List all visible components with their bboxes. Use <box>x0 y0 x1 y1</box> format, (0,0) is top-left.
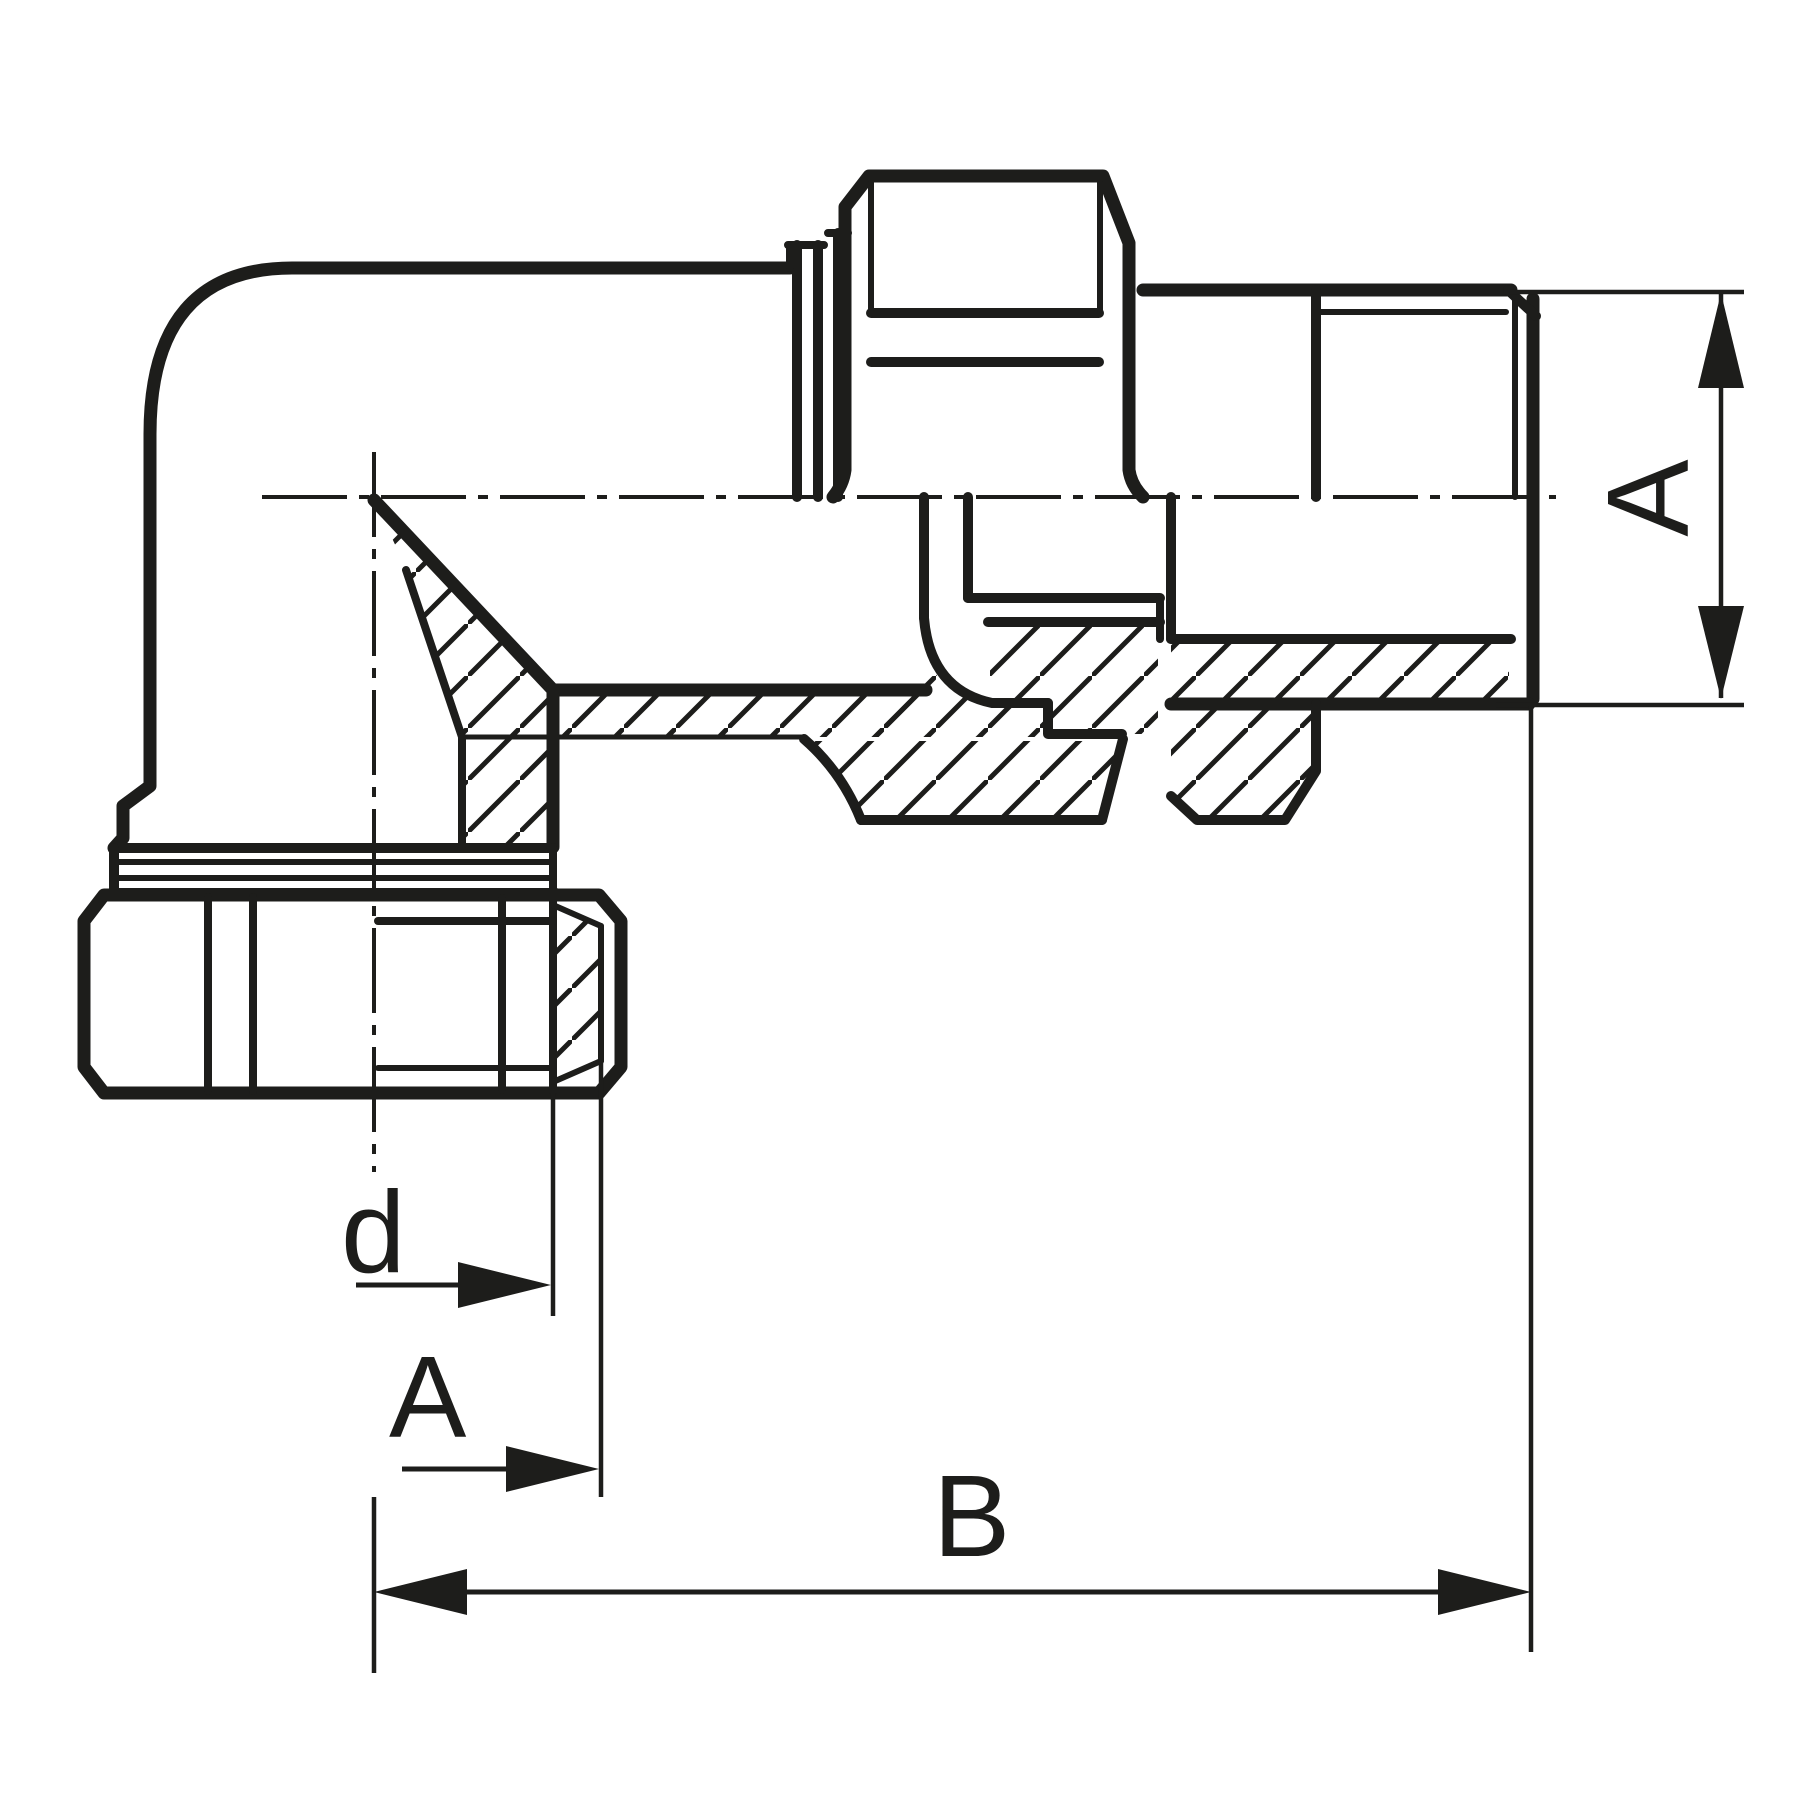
arrowhead-right-d-icon <box>458 1262 551 1308</box>
bottom-hex-nut <box>77 843 628 1100</box>
male-top-corner-chamfer <box>1503 285 1541 321</box>
tailpiece-step <box>1043 698 1127 739</box>
elbow-outer-contour <box>107 261 797 855</box>
hatch-tailpiece-flange <box>990 624 1158 734</box>
union-nut <box>799 169 1150 825</box>
dimension-label-height-a: A <box>1583 459 1713 537</box>
hatch-elbow-cone-wall <box>374 500 926 737</box>
arrowhead-right-a-icon <box>506 1446 599 1492</box>
dimension-label-width-a: A <box>389 1332 467 1462</box>
centerlines <box>262 452 1556 1172</box>
section-hatching <box>374 500 1509 1081</box>
elbow-body-outline <box>107 261 933 898</box>
arrowhead-left-b-icon <box>374 1569 467 1615</box>
union-nut-lower-right-chamfer <box>1097 734 1128 825</box>
tailpiece-section <box>919 492 1165 739</box>
body-boss-lower-outline <box>1166 699 1321 825</box>
male-thread-end <box>1136 283 1541 825</box>
hatch-union-nut-throat <box>860 648 1048 737</box>
hatch-union-nut-lower <box>806 741 1122 820</box>
elbow-inner-cone-edge <box>367 493 560 697</box>
hex-nut-chamfer-upper <box>550 902 604 929</box>
tailpiece-throat-curve <box>919 613 1053 708</box>
arrowhead-down-icon <box>1698 606 1744 699</box>
hatch-male-thread-wall <box>1171 641 1509 702</box>
hatch-hex-nut-thread <box>553 906 601 1081</box>
union-nut-outline <box>826 169 1150 504</box>
tailpiece-thread-ridges <box>784 228 852 502</box>
dimension-label-d: d <box>341 1167 406 1297</box>
hex-nut-chamfer-lower <box>550 1058 604 1085</box>
hatch-body-boss-lower <box>1171 706 1314 818</box>
arrowhead-up-icon <box>1698 293 1744 388</box>
dimension-annotations: A d A B <box>341 289 1744 1673</box>
hatch-vertical-tube-wall <box>462 737 553 847</box>
elbow-cone-outer-edge <box>402 566 466 741</box>
arrowhead-right-b-icon <box>1438 1569 1531 1615</box>
union-nut-lower-left-edge <box>799 734 866 825</box>
dimension-label-length-b: B <box>933 1451 1010 1581</box>
